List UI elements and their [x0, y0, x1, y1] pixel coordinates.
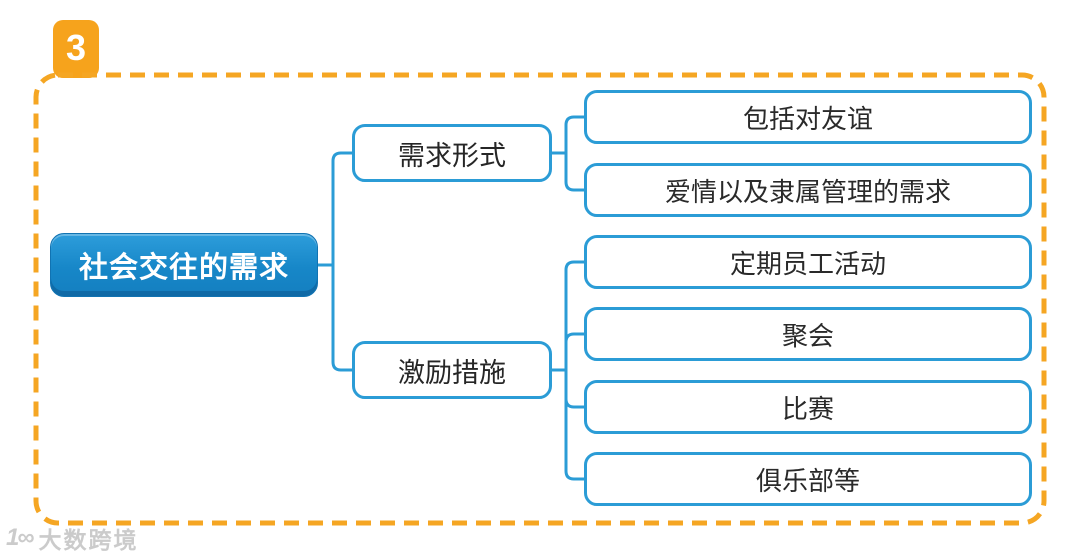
dashed-frame: [33, 72, 1047, 526]
branch2-to-leaves-connector: [550, 260, 586, 481]
branch-node-need-forms: 需求形式: [352, 124, 552, 182]
leaf-node-clubs: 俱乐部等: [584, 452, 1032, 506]
root-to-branches-connector: [316, 151, 354, 372]
branch1-to-leaves-connector: [550, 115, 586, 192]
slide-number-badge: 3: [53, 20, 99, 78]
leaf-node-love-belonging: 爱情以及隶属管理的需求: [584, 163, 1032, 217]
leaf-node-employee-activities: 定期员工活动: [584, 235, 1032, 289]
watermark-brand: 大数跨境: [38, 527, 139, 553]
dashukuajing-logo-icon: 1∞: [6, 524, 35, 551]
leaf-node-friendship: 包括对友谊: [584, 90, 1032, 144]
leaf-node-gatherings: 聚会: [584, 307, 1032, 361]
watermark: 1∞ 大数跨境: [6, 521, 138, 555]
branch-node-incentives: 激励措施: [352, 341, 552, 399]
root-node-social-needs: 社会交往的需求: [50, 233, 318, 297]
leaf-node-competitions: 比赛: [584, 380, 1032, 434]
